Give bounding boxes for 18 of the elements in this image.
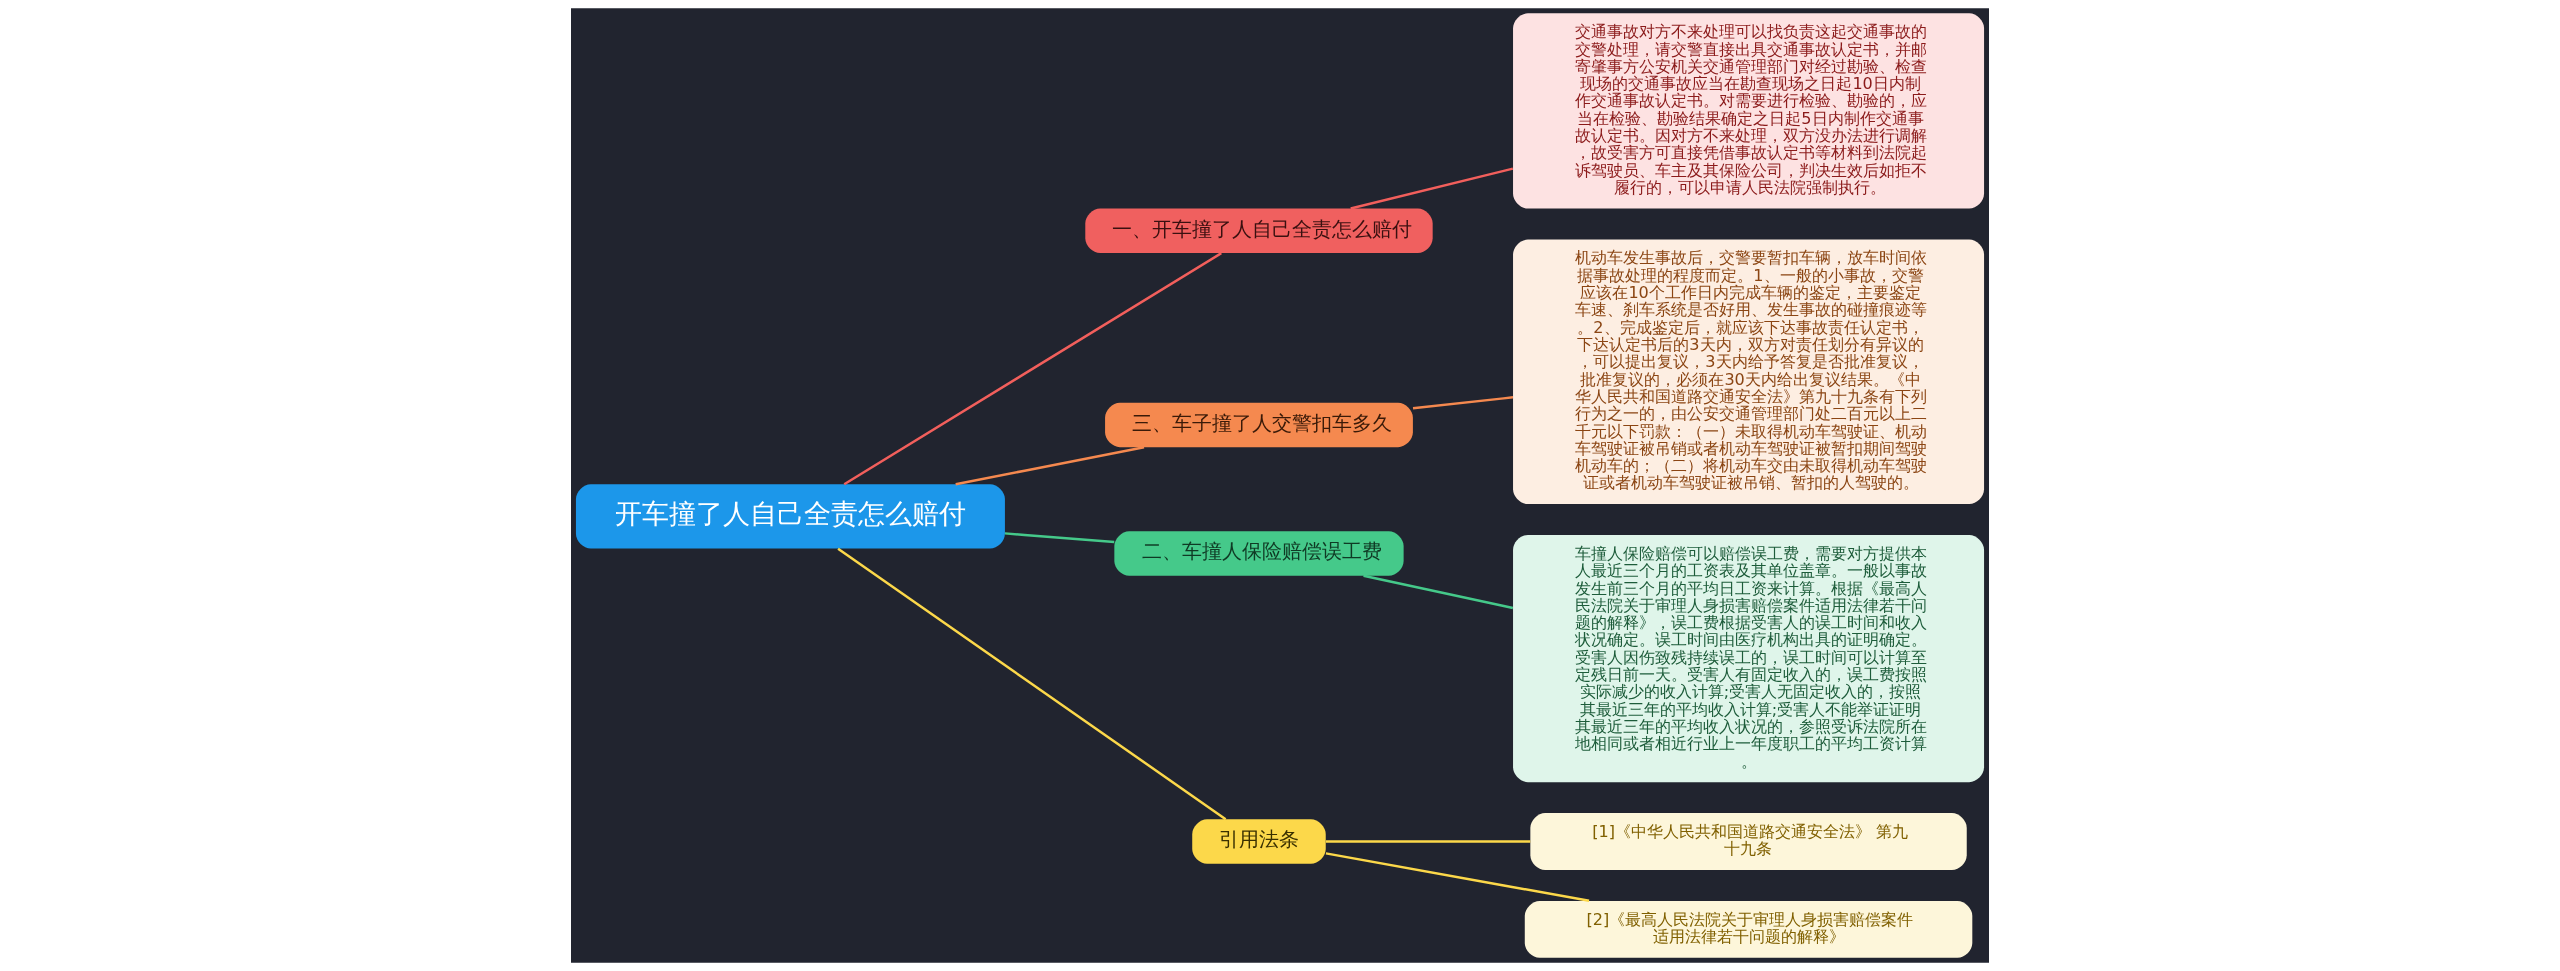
- connector: [1350, 167, 1514, 210]
- node-box: [2]《最高人民法院关于审理人身损害赔偿案件适用法律若干问题的解释》: [1524, 900, 1973, 958]
- node-box: 一、开车撞了人自己全责怎么赔付: [1085, 208, 1433, 254]
- node-box: 三、车子撞了人交警扣车多久: [1105, 402, 1413, 448]
- connector: [837, 547, 1227, 821]
- connector: [1363, 574, 1514, 610]
- node-box: [1]《中华人民共和国道路交通安全法》 第九十九条: [1530, 813, 1967, 870]
- node-box: 机动车发生事故后，交警要暂扣车辆，放车时间依据事故处理的程度而定。1、一般的小事故，交警应该在10个工作日内完成车辆的鉴定，主要鉴定车速、刹车系统是否好用、发生事故的碰撞痕迹等。2、完成鉴定后，就应该下达事故责任认定书，下达认定书后的3天内，双方对责任划分有异议的，可以提出复议，3天内给予答复是否批准复议，批准复议的，必须在30天内给出复议结果。《中华人民共和国道路交通安全法》第九十九条有下列行为之一的，由公安交通管理部门处二百元以上二千元以下罚款：（一）未取得机动车驾驶证、机动车驾驶证被吊销或者机动车驾驶证被暂扣期间驾驶机动车的；（二）将机动车交由未取得机动车驾驶证或者机动车驾驶证被吊销、暂扣的人驾驶的。: [1513, 239, 1985, 505]
- connector: [1325, 840, 1531, 843]
- connector: [843, 252, 1222, 486]
- connector: [1004, 532, 1115, 544]
- node-box: 交通事故对方不来处理可以找负责这起交通事故的交警处理，请交警直接出具交通事故认定书，并邮寄肇事方公安机关交通管理部门对经过勘验、检查现场的交通事故应当在勘查现场之日起10日内制作交通事故认定书。对需要进行检验、勘验的，应当在检验、勘验结果确定之日起5日内制作交通事故认定书。因对方不来处理，双方没办法进行调解，故受害方可直接凭借事故认定书等材料到法院起诉驾驶员、车主及其保险公司，判决生效后如拒不履行的，可以申请人民法院强制执行。: [1513, 13, 1985, 209]
- connector: [955, 446, 1145, 486]
- connector: [1412, 396, 1514, 410]
- node-box: 车撞人保险赔偿可以赔偿误工费，需要对方提供本人最近三个月的工资表及其单位盖章。一般以事故发生前三个月的平均日工资来计算。根据《最高人民法院关于审理人身损害赔偿案件适用法律若干问题的解释》，误工费根据受害人的误工时间和收入状况确定。误工时间由医疗机构出具的证明确定。受害人因伤致残持续误工的，误工时间可以计算至定残日前一天。受害人有固定收入的，误工费按照实际减少的收入计算;受害人无固定收入的，按照其最近三年的平均收入计算;受害人不能举证证明其最近三年的平均收入状况的，参照受诉法院所在地相同或者相近行业上一年度职工的平均工资计算。: [1513, 534, 1985, 783]
- node-box: 二、车撞人保险赔偿误工费: [1114, 531, 1404, 576]
- node-box: 引用法条: [1192, 819, 1326, 864]
- node-box: 开车撞了人自己全责怎么赔付: [575, 484, 1005, 549]
